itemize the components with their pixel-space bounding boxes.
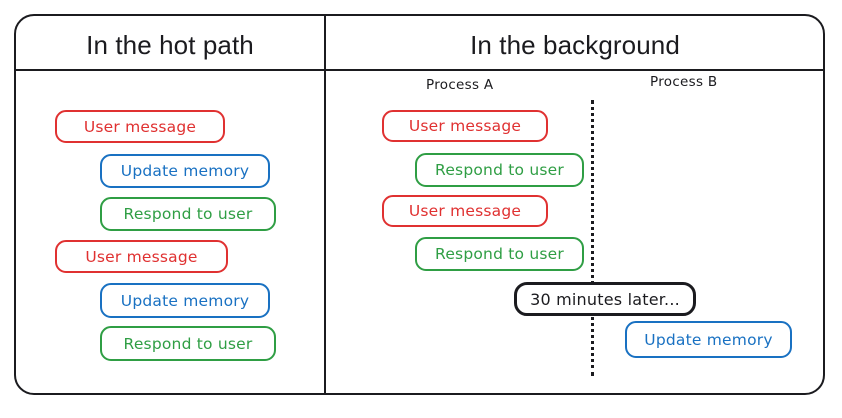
process-a-step-1[interactable]: User message xyxy=(382,110,548,142)
process-a-label: Process A xyxy=(426,77,494,93)
process-separator-dotted-line xyxy=(591,100,594,376)
pill-label: User message xyxy=(85,247,198,266)
process-a-step-4[interactable]: Respond to user xyxy=(415,237,584,271)
pill-label: Update memory xyxy=(644,330,773,349)
time-gap-note-1[interactable]: 30 minutes later... xyxy=(514,282,696,316)
pill-label: User message xyxy=(83,117,197,136)
hot-path-header: In the hot path xyxy=(86,30,254,60)
process-a-step-3[interactable]: User message xyxy=(382,195,548,227)
pill-label: User message xyxy=(408,202,522,220)
hot-path-step-4[interactable]: User message xyxy=(55,240,228,273)
header-divider-horizontal xyxy=(15,69,825,71)
pill-label: Update memory xyxy=(120,162,250,180)
pill-label: Respond to user xyxy=(123,205,253,223)
pill-label: 30 minutes later... xyxy=(530,289,680,309)
hot-path-step-1[interactable]: User message xyxy=(55,110,225,143)
process-a-step-2[interactable]: Respond to user xyxy=(415,153,584,187)
pill-label: Respond to user xyxy=(123,334,253,353)
pill-label: User message xyxy=(408,117,522,135)
column-divider-vertical xyxy=(324,15,326,394)
hot-path-step-6[interactable]: Respond to user xyxy=(100,326,276,361)
pill-label: Respond to user xyxy=(435,161,564,179)
process-b-step-1[interactable]: Update memory xyxy=(625,321,792,358)
pill-label: Respond to user xyxy=(435,245,564,263)
hot-path-step-5[interactable]: Update memory xyxy=(100,283,270,318)
process-b-label: Process B xyxy=(650,74,718,90)
hot-path-step-3[interactable]: Respond to user xyxy=(100,197,276,231)
background-header: In the background xyxy=(470,30,680,60)
pill-label: Update memory xyxy=(120,291,250,310)
hot-path-step-2[interactable]: Update memory xyxy=(100,154,270,188)
